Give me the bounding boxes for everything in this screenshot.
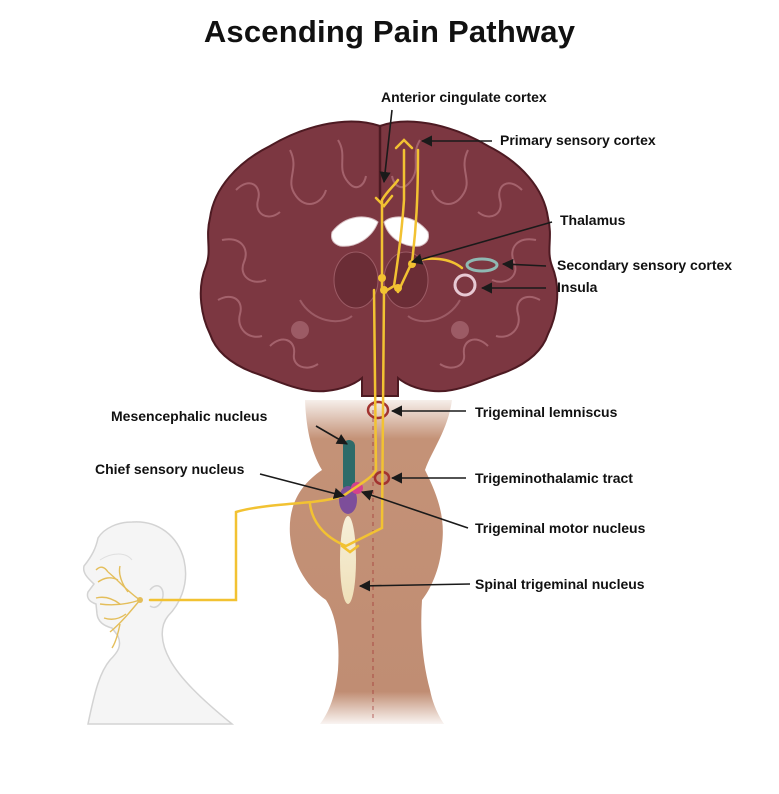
label-insula: Insula — [557, 279, 597, 295]
label-thalamus: Thalamus — [560, 212, 625, 228]
label-mesencephalic-nucleus: Mesencephalic nucleus — [111, 408, 267, 424]
label-trigeminal-motor-nucleus: Trigeminal motor nucleus — [475, 520, 645, 536]
brainstem — [290, 400, 452, 724]
label-trigeminothalamic-tract: Trigeminothalamic tract — [475, 470, 633, 486]
label-secondary-sensory-cortex: Secondary sensory cortex — [557, 257, 732, 273]
label-anterior-cingulate-cortex: Anterior cingulate cortex — [381, 89, 547, 105]
spinal-trigeminal-nucleus-shape — [340, 516, 356, 604]
diagram-title: Ascending Pain Pathway — [0, 14, 779, 50]
head-silhouette — [84, 522, 232, 724]
brain-coronal-section — [201, 122, 557, 396]
label-primary-sensory-cortex: Primary sensory cortex — [500, 132, 656, 148]
label-trigeminal-lemniscus: Trigeminal lemniscus — [475, 404, 617, 420]
label-spinal-trigeminal-nucleus: Spinal trigeminal nucleus — [475, 576, 645, 592]
label-chief-sensory-nucleus: Chief sensory nucleus — [95, 461, 244, 477]
